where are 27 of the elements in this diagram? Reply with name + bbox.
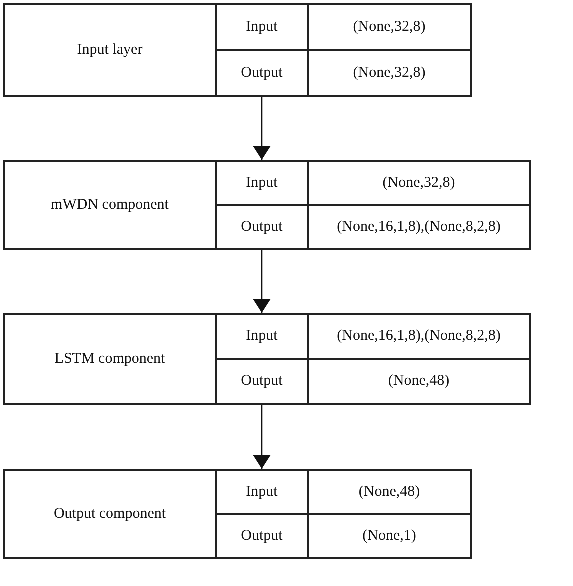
layer-table: [3, 160, 531, 250]
component-name: mWDN component: [4, 161, 216, 249]
row-header: Output: [216, 205, 308, 249]
shape-value: (None,16,1,8),(None,8,2,8): [308, 205, 530, 249]
component-name: Output component: [4, 470, 216, 558]
shape-value: (None,1): [308, 514, 471, 558]
arrow: [253, 250, 271, 313]
row-header: Input: [216, 161, 308, 205]
shape-value: (None,48): [308, 359, 530, 404]
shape-value: (None,32,8): [308, 50, 471, 96]
row-header: Input: [216, 4, 308, 50]
shape-value: (None,32,8): [308, 4, 471, 50]
layer-table: [3, 469, 472, 559]
layer-table: [3, 3, 472, 97]
shape-value: (None,48): [308, 470, 471, 514]
arrow: [253, 405, 271, 469]
layer-table: [3, 313, 531, 405]
arrow: [253, 97, 271, 160]
component-name: Input layer: [4, 4, 216, 96]
row-header: Input: [216, 470, 308, 514]
component-name: LSTM component: [4, 314, 216, 404]
row-header: Output: [216, 514, 308, 558]
row-header: Output: [216, 359, 308, 404]
row-header: Output: [216, 50, 308, 96]
row-header: Input: [216, 314, 308, 359]
shape-value: (None,16,1,8),(None,8,2,8): [308, 314, 530, 359]
shape-value: (None,32,8): [308, 161, 530, 205]
